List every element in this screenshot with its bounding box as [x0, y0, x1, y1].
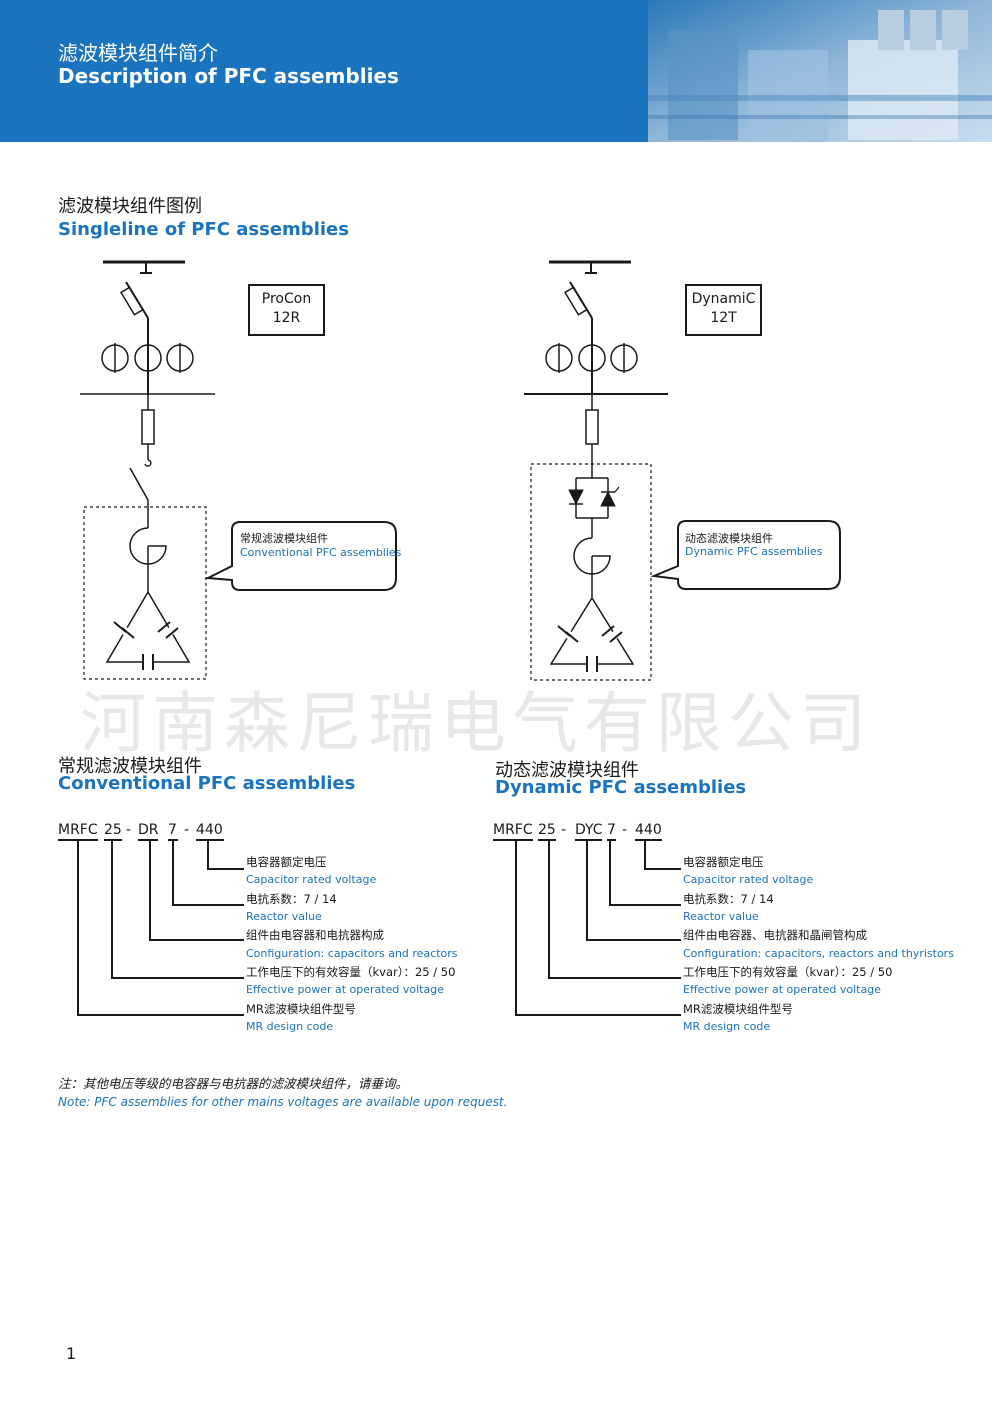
- conv-label-1-en: Reactor value: [246, 910, 322, 923]
- dyn-label-4-en: MR design code: [683, 1020, 771, 1033]
- left-callout-en: Conventional PFC assemblies: [240, 546, 402, 559]
- singleline-title-cn: 滤波模块组件图例: [58, 196, 202, 217]
- dyn-label-0-cn: 电容器额定电压: [683, 855, 764, 869]
- conv-label-0-en: Capacitor rated voltage: [246, 873, 377, 886]
- dyn-code-reactor: 7: [607, 822, 616, 838]
- procon-box-line1: ProCon: [261, 291, 312, 307]
- conv-label-4-cn: MR滤波模块组件型号: [246, 1002, 356, 1016]
- conv-label-3-cn: 工作电压下的有效容量（kvar）：25 / 50: [246, 965, 456, 979]
- dyn-label-3-cn: 工作电压下的有效容量（kvar）：25 / 50: [683, 965, 893, 979]
- right-callout-en: Dynamic PFC assemblies: [685, 545, 823, 558]
- dyn-label-0-en: Capacitor rated voltage: [683, 873, 814, 886]
- conv-label-0-cn: 电容器额定电压: [246, 855, 327, 869]
- dyn-code-dash2: -: [622, 822, 628, 838]
- conv-code-power: 25: [104, 822, 122, 838]
- conv-code-dash1: -: [126, 822, 132, 838]
- page-title-cn: 滤波模块组件简介: [58, 41, 218, 65]
- conv-label-1-cn: 电抗系数：7 / 14: [246, 892, 337, 906]
- dyn-label-2-cn: 组件由电容器、电抗器和晶闸管构成: [683, 928, 867, 942]
- conv-code-config: DR: [138, 822, 159, 838]
- singleline-title-en: Singleline of PFC assemblies: [58, 219, 349, 240]
- conv-label-4-en: MR design code: [246, 1020, 334, 1033]
- conv-code-reactor: 7: [168, 822, 177, 838]
- conventional-title-cn: 常规滤波模块组件: [58, 756, 202, 777]
- dyn-code-dash1: -: [561, 822, 567, 838]
- note-cn: 注：其他电压等级的电容器与电抗器的滤波模块组件，请垂询。: [58, 1076, 409, 1091]
- dyn-code-power: 25: [538, 822, 556, 838]
- dyn-label-4-cn: MR滤波模块组件型号: [683, 1002, 793, 1016]
- page-number: 1: [66, 1344, 77, 1363]
- dynamic-title-cn: 动态滤波模块组件: [495, 760, 639, 781]
- dyn-label-3-en: Effective power at operated voltage: [683, 983, 881, 996]
- dyn-code-series: MRFC: [493, 822, 533, 838]
- dynamic-title-en: Dynamic PFC assemblies: [495, 777, 747, 798]
- conv-code-dash2: -: [184, 822, 190, 838]
- dyn-code-config: DYC: [575, 822, 603, 838]
- procon-12r-box: ProCon 12R: [248, 284, 325, 336]
- dyn-label-1-en: Reactor value: [683, 910, 759, 923]
- conv-code-series: MRFC: [58, 822, 98, 838]
- dyn-code-voltage: 440: [635, 822, 662, 838]
- right-callout-cn: 动态滤波模块组件: [685, 532, 773, 545]
- dynamic-box-line2: 12T: [710, 310, 737, 326]
- page-title-en: Description of PFC assemblies: [58, 64, 399, 88]
- banner-product-photo: [648, 0, 992, 142]
- conv-code-voltage: 440: [196, 822, 223, 838]
- note-en: Note: PFC assemblies for other mains vol…: [58, 1095, 508, 1109]
- conv-label-2-en: Configuration: capacitors and reactors: [246, 947, 458, 960]
- left-callout-cn: 常规滤波模块组件: [240, 532, 328, 545]
- dyn-label-2-en: Configuration: capacitors, reactors and …: [683, 947, 954, 960]
- dynamic-12t-box: DynamiC 12T: [685, 284, 762, 336]
- conv-label-3-en: Effective power at operated voltage: [246, 983, 444, 996]
- dyn-label-1-cn: 电抗系数：7 / 14: [683, 892, 774, 906]
- conventional-title-en: Conventional PFC assemblies: [58, 773, 356, 794]
- company-watermark: 河南森尼瑞电气有限公司: [80, 685, 872, 762]
- conv-label-2-cn: 组件由电容器和电抗器构成: [246, 928, 384, 942]
- procon-box-line2: 12R: [272, 310, 301, 326]
- dynamic-box-line1: DynamiC: [691, 291, 756, 307]
